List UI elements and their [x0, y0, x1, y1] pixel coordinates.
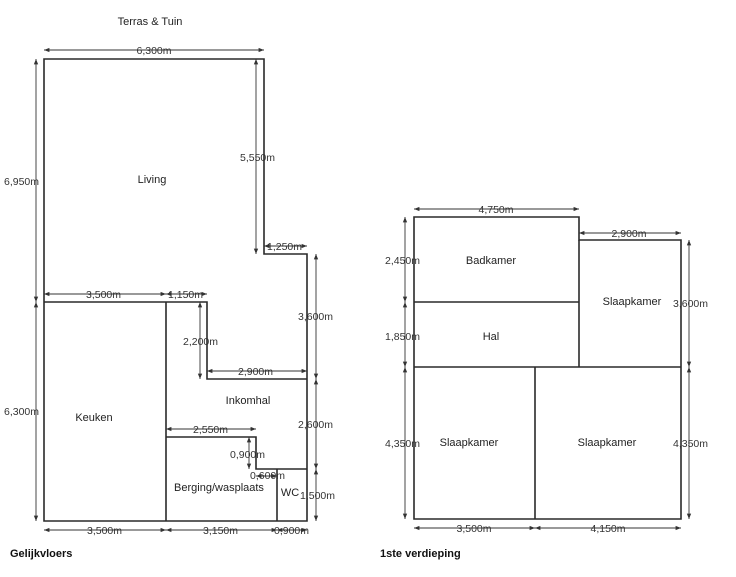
room-label-slaapkamer-left: Slaapkamer	[440, 437, 499, 449]
dim-label-top-4750: 4,750m	[478, 204, 513, 216]
dim-label-right-4350: 4,350m	[673, 438, 708, 450]
ground-floor-outer-wall	[43, 58, 308, 522]
dim-label-bottom-4150: 4,150m	[590, 523, 625, 535]
dim-label-bottom-3500: 3,500m	[87, 525, 122, 537]
dim-label-right-3600: 3,600m	[673, 298, 708, 310]
wall-living-keuken	[44, 301, 307, 380]
dim-label-right-upper: 3,600m	[298, 311, 333, 323]
room-label-slaapkamer-top: Slaapkamer	[603, 296, 662, 308]
room-label-badkamer: Badkamer	[466, 255, 516, 267]
dim-label-right-2600: 2,600m	[298, 419, 333, 431]
dim-label-bottom-0900: 0,900m	[274, 525, 309, 537]
dim-label-v-0900: 0,900m	[230, 449, 265, 461]
first-floor-plan: 4,750m 2,900m 2,450m 1,850m 3,600m 4,350…	[380, 204, 708, 560]
dim-label-h-2900: 2,900m	[238, 366, 273, 378]
first-floor-caption: 1ste verdieping	[380, 548, 461, 560]
room-label-hal: Hal	[483, 331, 500, 343]
room-label-living: Living	[138, 174, 167, 186]
dim-label-h-2550: 2,550m	[193, 424, 228, 436]
dim-label-left-2450: 2,450m	[385, 255, 420, 267]
dim-label-bottom-3500-ff: 3,500m	[456, 523, 491, 535]
ground-floor-plan: Terras & Tuin 6,300m 6,950m 6,300m 5,550…	[4, 16, 335, 560]
ground-floor-caption: Gelijkvloers	[10, 548, 72, 560]
first-floor-outer-wall	[413, 216, 682, 520]
outside-label: Terras & Tuin	[118, 16, 183, 28]
room-label-berging: Berging/wasplaats	[174, 482, 264, 494]
room-label-slaapkamer-right: Slaapkamer	[578, 437, 637, 449]
dim-label-right-1500: 1,500m	[300, 490, 335, 502]
dim-label-left-upper: 6,950m	[4, 176, 39, 188]
dim-label-v-2200: 2,200m	[183, 336, 218, 348]
room-label-wc: WC	[281, 487, 299, 499]
room-label-keuken: Keuken	[75, 412, 112, 424]
dim-label-left-4350: 4,350m	[385, 438, 420, 450]
wall-berging-top	[166, 436, 307, 470]
dim-label-keuken-width: 3,500m	[86, 289, 121, 301]
dim-label-living-inner: 5,550m	[240, 152, 275, 164]
dim-label-step-250: 1,250m	[267, 241, 302, 253]
room-label-inkomhal: Inkomhal	[226, 395, 271, 407]
dim-label-left-lower: 6,300m	[4, 406, 39, 418]
dim-label-bottom-3150: 3,150m	[203, 525, 238, 537]
dim-label-step-150: 1,150m	[168, 289, 203, 301]
dim-label-h-0600: 0,600m	[250, 470, 285, 482]
dim-label-left-1850: 1,850m	[385, 331, 420, 343]
dim-label-top: 6,300m	[136, 45, 171, 57]
dim-label-top-2900: 2,900m	[611, 228, 646, 240]
